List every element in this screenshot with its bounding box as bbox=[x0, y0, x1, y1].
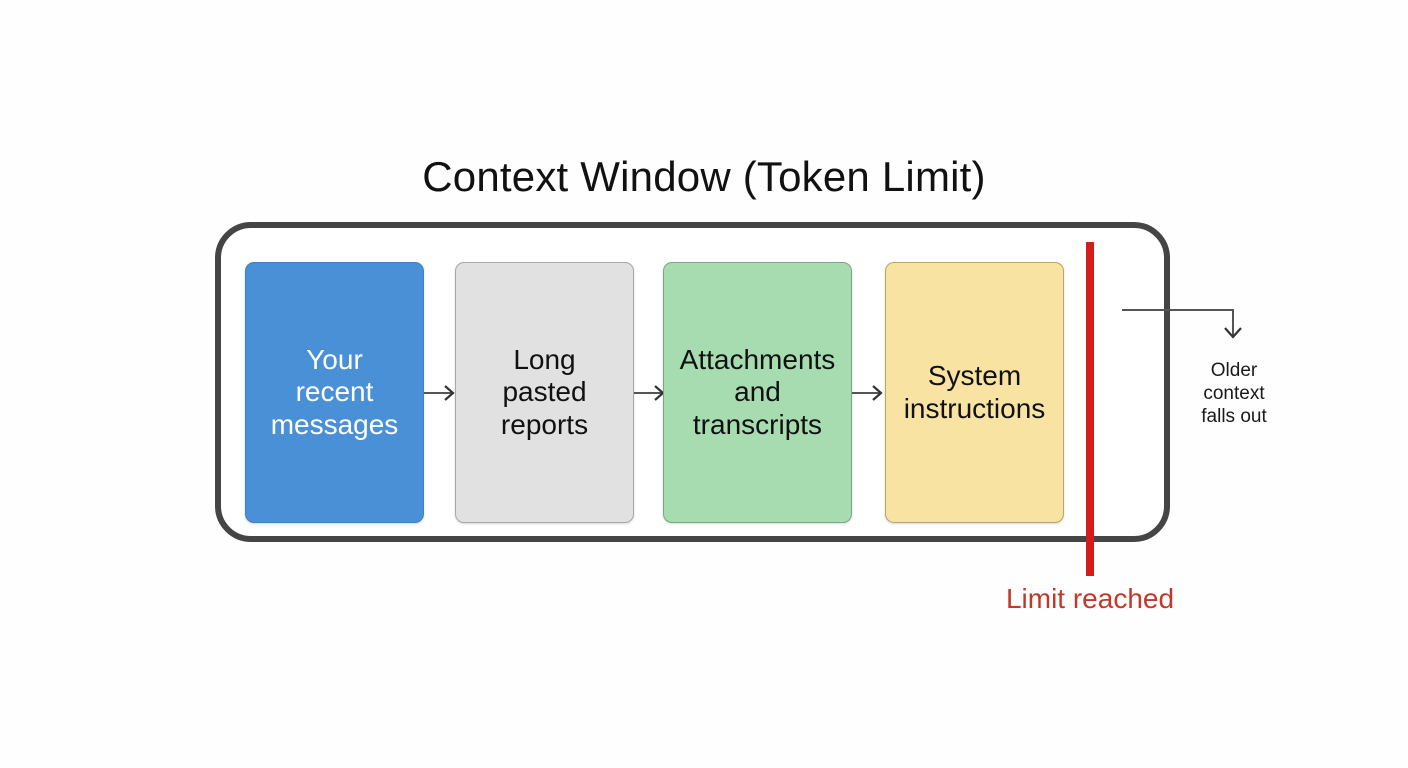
segment-system-instructions-label: System instructions bbox=[904, 360, 1046, 425]
overflow-callout-line-1: Older bbox=[1210, 360, 1258, 381]
segment-attachments-line-1: Attachments bbox=[679, 343, 836, 375]
page-title: Context Window (Token Limit) bbox=[422, 153, 986, 200]
segment-user-messages-line-1: Your bbox=[306, 343, 363, 375]
overflow-elbow-arrow bbox=[1120, 296, 1250, 348]
limit-reached-line bbox=[1086, 242, 1094, 576]
arrow-right-icon bbox=[424, 385, 455, 401]
segment-attachments-line-2: and bbox=[734, 376, 781, 408]
segment-user-messages-line-3: messages bbox=[270, 408, 399, 440]
overflow-callout-line-2: context bbox=[1203, 383, 1265, 404]
overflow-callout-label: Older context falls out bbox=[1150, 359, 1318, 428]
segment-pasted-reports-line-3: reports bbox=[500, 408, 589, 440]
segment-system-instructions[interactable]: System instructions bbox=[885, 262, 1064, 523]
segment-attachments-line-3: transcripts bbox=[692, 408, 823, 440]
segment-system-instructions-line-2: instructions bbox=[903, 392, 1046, 424]
segment-user-messages-line-2: recent bbox=[295, 376, 374, 408]
limit-reached-label: Limit reached bbox=[1005, 583, 1175, 614]
segment-pasted-reports-line-1: Long bbox=[513, 343, 576, 375]
elbow-down-arrow-icon bbox=[1122, 309, 1242, 339]
arrow-right-icon bbox=[852, 385, 883, 401]
overflow-callout-line-3: falls out bbox=[1201, 406, 1267, 427]
segment-pasted-reports[interactable]: Long pasted reports bbox=[455, 262, 634, 523]
segment-attachments-label: Attachments and transcripts bbox=[680, 344, 836, 442]
connector-arrow-1 bbox=[424, 378, 458, 408]
segment-user-messages-label: Your recent messages bbox=[271, 344, 399, 442]
segment-attachments[interactable]: Attachments and transcripts bbox=[663, 262, 852, 523]
segment-system-instructions-line-1: System bbox=[927, 360, 1022, 391]
segment-pasted-reports-line-2: pasted bbox=[502, 376, 587, 408]
segment-pasted-reports-label: Long pasted reports bbox=[501, 344, 588, 442]
segment-user-messages[interactable]: Your recent messages bbox=[245, 262, 424, 523]
connector-arrow-3 bbox=[852, 378, 886, 408]
